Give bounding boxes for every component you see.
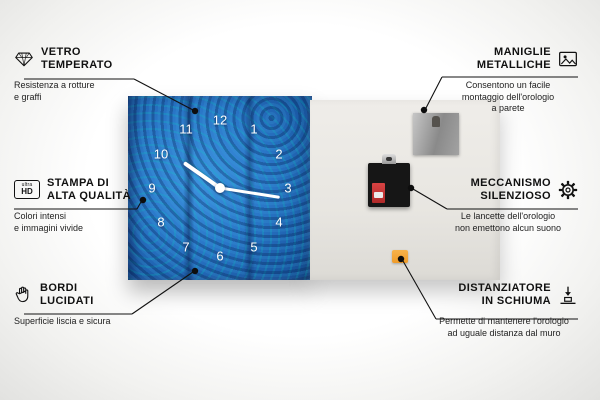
callout-tempered-glass: VETRO TEMPERATO Resistenza a rotture e g… bbox=[14, 46, 136, 103]
spacer-icon bbox=[558, 285, 578, 305]
ultra-hd-badge-top-label: ultra bbox=[21, 182, 33, 188]
callout-title: DISTANZIATORE IN SCHIUMA bbox=[458, 282, 551, 307]
clock-number: 11 bbox=[179, 121, 193, 137]
callout-polished-edges: BORDI LUCIDATI Superficie liscia e sicur… bbox=[14, 282, 136, 328]
battery-label bbox=[374, 192, 383, 198]
clock-number: 2 bbox=[275, 146, 283, 162]
clock-number: 4 bbox=[275, 214, 283, 230]
clock-number: 12 bbox=[212, 112, 228, 128]
callout-title: STAMPA DI ALTA QUALITÀ bbox=[47, 177, 132, 202]
clock-number: 5 bbox=[250, 239, 258, 255]
clock-front-face: 12 1 2 3 4 5 6 7 8 9 10 11 bbox=[128, 96, 312, 280]
callout-title: MECCANISMO SILENZIOSO bbox=[470, 177, 551, 202]
callout-title: MANIGLIE METALLICHE bbox=[476, 46, 551, 71]
clock-mechanism bbox=[368, 154, 410, 207]
clock-number: 1 bbox=[250, 121, 258, 137]
picture-frame-icon bbox=[558, 49, 578, 69]
callout-desc: Resistenza a rotture e graffi bbox=[14, 80, 95, 102]
minute-hand bbox=[219, 186, 280, 199]
callout-title: BORDI LUCIDATI bbox=[40, 282, 94, 307]
callout-print-quality: ultra HD STAMPA DI ALTA QUALITÀ Colori i… bbox=[14, 177, 138, 234]
callout-desc: Le lancette dell'orologio non emettono a… bbox=[454, 211, 562, 233]
gear-icon bbox=[558, 180, 578, 200]
ultra-hd-badge-icon: ultra HD bbox=[14, 180, 40, 199]
diamond-icon bbox=[14, 50, 34, 68]
callout-desc: Permette di mantenere l'orologio ad ugua… bbox=[439, 316, 569, 338]
metal-hanger-plate bbox=[413, 113, 459, 155]
clock-center-cap bbox=[215, 183, 225, 193]
mechanism-hanger-hole bbox=[386, 157, 392, 161]
clock-number: 9 bbox=[148, 180, 156, 196]
clock-number: 8 bbox=[157, 214, 165, 230]
callout-desc: Superficie liscia e sicura bbox=[14, 316, 111, 326]
clock-number: 3 bbox=[284, 180, 292, 196]
ultra-hd-badge-bottom-label: HD bbox=[21, 187, 33, 196]
clock-number: 7 bbox=[182, 239, 190, 255]
callout-desc: Colori intensi e immagini vivide bbox=[14, 211, 84, 233]
callout-silent-mechanism: MECCANISMO SILENZIOSO bbox=[438, 177, 578, 234]
callout-title: VETRO TEMPERATO bbox=[41, 46, 113, 71]
callout-foam-spacer: DISTANZIATORE IN SCHIUMA Permette di man… bbox=[430, 282, 578, 339]
foam-spacer bbox=[392, 250, 408, 263]
keyhole bbox=[432, 116, 440, 127]
clock-number: 6 bbox=[216, 248, 224, 264]
clock-number: 10 bbox=[153, 146, 169, 162]
polished-edges-hand-icon bbox=[14, 285, 33, 304]
callout-metal-handles: MANIGLIE METALLICHE Consentono un facile… bbox=[438, 46, 578, 115]
callout-desc: Consentono un facile montaggio dell'orol… bbox=[461, 80, 555, 113]
